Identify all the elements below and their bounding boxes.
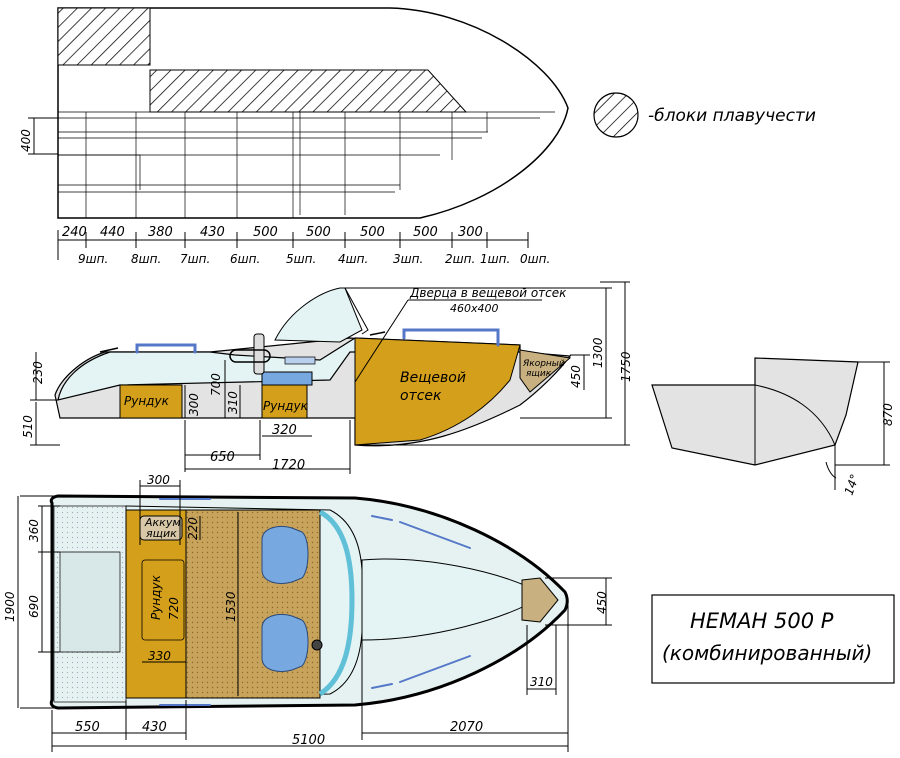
storage-compartment — [354, 337, 521, 446]
dim-5100: 5100 — [292, 733, 325, 748]
door-label: Дверца в вещевой отсек — [409, 286, 567, 300]
side-view: Рундук Рундук Вещевой отсек Якорный ящик… — [21, 281, 633, 474]
dim-310: 310 — [226, 391, 240, 414]
bow-anchor-box — [521, 577, 559, 623]
seat-side — [261, 371, 313, 386]
title-line-2: (комбинированный) — [662, 641, 872, 665]
dim-230: 230 — [31, 361, 45, 384]
battery-label-1: Аккум. — [144, 516, 184, 529]
flotation-block-aft — [57, 7, 151, 66]
frame-spacing-9: 300 — [458, 225, 483, 240]
plan-view: Аккум. ящик Рундук 300 220 720 330 1530 … — [3, 473, 612, 752]
dim-510: 510 — [21, 415, 35, 438]
anchor-label-1: Якорный — [522, 359, 565, 369]
dim-320: 320 — [272, 423, 297, 438]
title-box: НЕМАН 500 Р (комбинированный) — [651, 594, 895, 684]
dim-360: 360 — [27, 519, 41, 542]
frame-spacing-5: 500 — [253, 225, 278, 240]
frame-spacing-1: 240 — [62, 225, 87, 240]
top-hull-outline — [57, 7, 569, 219]
dim-690: 690 — [27, 595, 41, 618]
dim-450-plan: 450 — [595, 591, 609, 614]
dim-550: 550 — [75, 720, 100, 735]
dim-330: 330 — [148, 649, 171, 663]
frame-label-2: 2шп. — [445, 252, 475, 266]
dim-310: 310 — [530, 675, 553, 689]
dim-450-side: 450 — [569, 365, 583, 388]
section-view: 870 14° — [651, 357, 895, 497]
dim-870: 870 — [881, 403, 895, 426]
dim-700: 700 — [209, 373, 223, 396]
frame-spacing-2: 440 — [100, 225, 125, 240]
porthole — [229, 349, 271, 363]
dim-300-plan: 300 — [147, 473, 170, 487]
frame-label-4: 4шп. — [338, 252, 368, 266]
dim-1750: 1750 — [619, 351, 633, 382]
frame-spacing-3: 380 — [148, 225, 173, 240]
seat-2 — [261, 614, 309, 672]
dim-430: 430 — [142, 720, 167, 735]
battery-label-2: ящик — [146, 527, 177, 540]
frame-spacing-6: 500 — [306, 225, 331, 240]
dim-1900: 1900 — [3, 591, 17, 622]
side-rundyk-1-label: Рундук — [124, 394, 170, 408]
frame-spacing-4: 430 — [200, 225, 225, 240]
dim-2070: 2070 — [450, 720, 483, 735]
frame-label-8: 8шп. — [131, 252, 161, 266]
dim-300: 300 — [187, 393, 201, 416]
frame-label-3: 3шп. — [393, 252, 423, 266]
frame-label-9: 9шп. — [78, 252, 108, 266]
plan-rundyk-label: Рундук — [149, 574, 163, 620]
anchor-box — [519, 349, 572, 393]
dim-650: 650 — [210, 450, 235, 465]
dim-1720: 1720 — [272, 458, 305, 473]
frame-label-6: 6шп. — [230, 252, 260, 266]
frame-spacing-8: 500 — [413, 225, 438, 240]
plan-rundyk — [125, 509, 187, 699]
compartment-label-1: Вещевой — [400, 370, 466, 386]
frame-spacing-7: 500 — [360, 225, 385, 240]
compartment-label-2: отсек — [400, 388, 442, 404]
dim-400: 400 — [19, 129, 33, 152]
rundyk-1 — [119, 384, 183, 419]
frame-label-0: 0шп. — [520, 252, 550, 266]
flotation-block-mid — [149, 69, 468, 113]
legend: -блоки плавучести — [593, 92, 816, 138]
frame-label-7: 7шп. — [180, 252, 210, 266]
angle-14: 14° — [842, 472, 862, 497]
dim-1530: 1530 — [224, 591, 238, 622]
legend-hatch-swatch — [593, 92, 639, 138]
door-size: 460х400 — [450, 302, 499, 315]
seat-back — [253, 333, 265, 375]
side-rundyk-2-label: Рундук — [263, 399, 309, 413]
title-line-1: НЕМАН 500 Р — [690, 609, 834, 633]
frame-label-1: 1шп. — [480, 252, 510, 266]
seat-1 — [261, 526, 309, 584]
windshield — [274, 287, 363, 343]
frame-label-5: 5шп. — [286, 252, 316, 266]
dim-220: 220 — [186, 517, 200, 540]
top-view: 400 240 440 380 430 500 500 500 500 300 … — [19, 7, 569, 266]
legend-label: -блоки плавучести — [648, 106, 816, 126]
dim-1300: 1300 — [591, 337, 605, 368]
dim-720: 720 — [167, 597, 181, 620]
anchor-label-2: ящик — [526, 369, 552, 379]
